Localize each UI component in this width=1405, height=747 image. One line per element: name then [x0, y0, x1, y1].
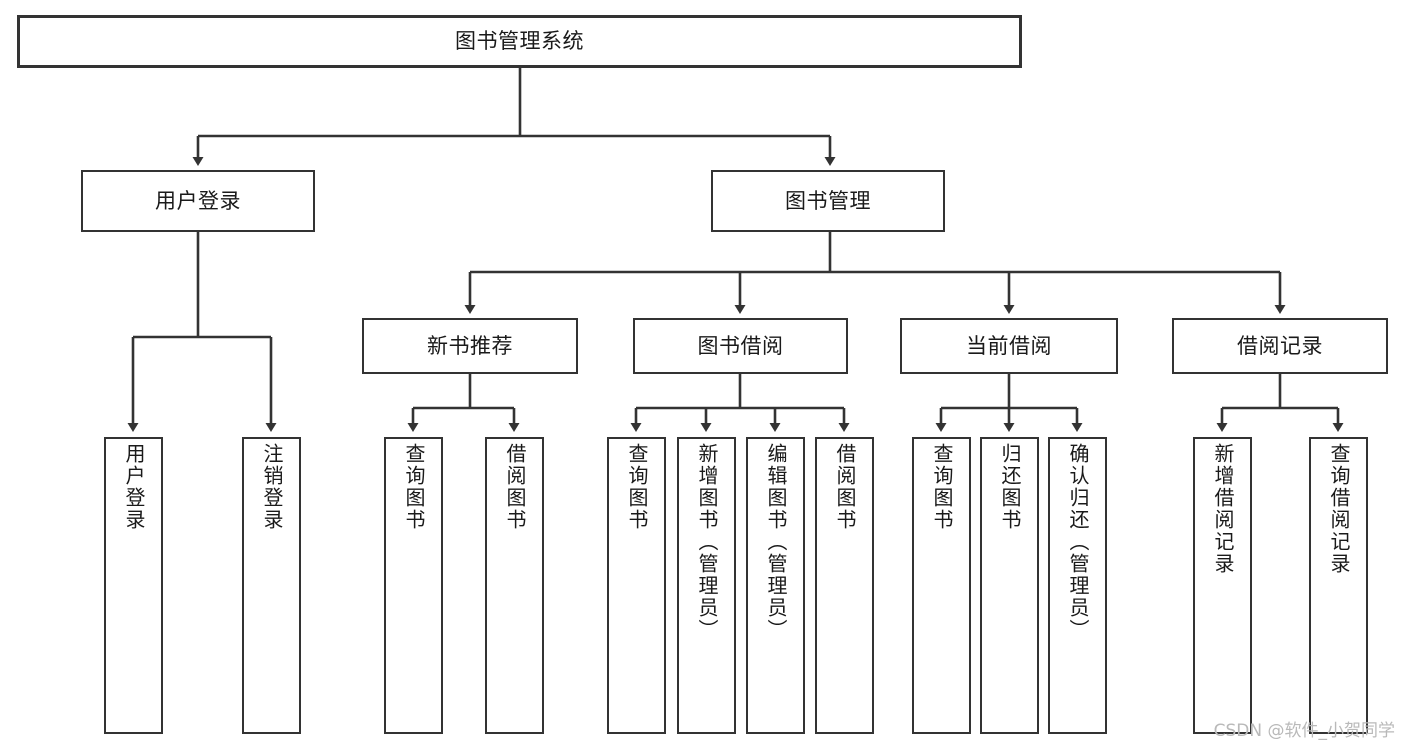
leaf-borrow-books[interactable]: 借阅图书: [815, 437, 874, 734]
leaf-label: 查询图书: [402, 443, 426, 531]
leaf-label: 编辑图书（管理员）: [764, 443, 788, 641]
node-label: 借阅记录: [1237, 333, 1323, 358]
leaf-add-borrow-record[interactable]: 新增借阅记录: [1193, 437, 1252, 734]
leaf-query-books-recommend[interactable]: 查询图书: [384, 437, 443, 734]
leaf-return-books[interactable]: 归还图书: [980, 437, 1039, 734]
leaf-borrow-books-recommend[interactable]: 借阅图书: [485, 437, 544, 734]
node-book-borrow[interactable]: 图书借阅: [633, 318, 848, 374]
leaf-query-books-borrow[interactable]: 查询图书: [607, 437, 666, 734]
node-label: 图书借阅: [697, 333, 784, 358]
leaf-edit-book-admin[interactable]: 编辑图书（管理员）: [746, 437, 805, 734]
node-current-borrow[interactable]: 当前借阅: [900, 318, 1118, 374]
node-borrow-records[interactable]: 借阅记录: [1172, 318, 1388, 374]
leaf-add-book-admin[interactable]: 新增图书（管理员）: [677, 437, 736, 734]
node-new-book-recommend[interactable]: 新书推荐: [362, 318, 578, 374]
node-label: 新书推荐: [427, 333, 513, 358]
leaf-label: 新增借阅记录: [1211, 443, 1235, 575]
leaf-label: 借阅图书: [833, 443, 857, 531]
leaf-confirm-return-admin[interactable]: 确认归还（管理员）: [1048, 437, 1107, 734]
node-user-login[interactable]: 用户登录: [81, 170, 315, 232]
node-label: 图书管理: [785, 188, 871, 213]
node-root-system[interactable]: 图书管理系统: [17, 15, 1022, 68]
leaf-label: 注销登录: [260, 443, 284, 531]
node-label: 当前借阅: [966, 333, 1052, 358]
leaf-label: 确认归还（管理员）: [1066, 443, 1090, 641]
leaf-user-login[interactable]: 用户登录: [104, 437, 163, 734]
leaf-label: 查询借阅记录: [1327, 443, 1351, 575]
node-label: 用户登录: [155, 188, 241, 213]
leaf-query-borrow-record[interactable]: 查询借阅记录: [1309, 437, 1368, 734]
node-label: 图书管理系统: [455, 29, 584, 54]
leaf-label: 新增图书（管理员）: [695, 443, 719, 641]
node-book-management[interactable]: 图书管理: [711, 170, 945, 232]
leaf-user-logout[interactable]: 注销登录: [242, 437, 301, 734]
leaf-query-books-current[interactable]: 查询图书: [912, 437, 971, 734]
leaf-label: 借阅图书: [503, 443, 527, 531]
leaf-label: 用户登录: [122, 443, 146, 531]
leaf-label: 查询图书: [625, 443, 649, 531]
leaf-label: 查询图书: [930, 443, 954, 531]
watermark: CSDN @软件_小贺同学: [1213, 721, 1395, 741]
leaf-label: 归还图书: [998, 443, 1022, 531]
